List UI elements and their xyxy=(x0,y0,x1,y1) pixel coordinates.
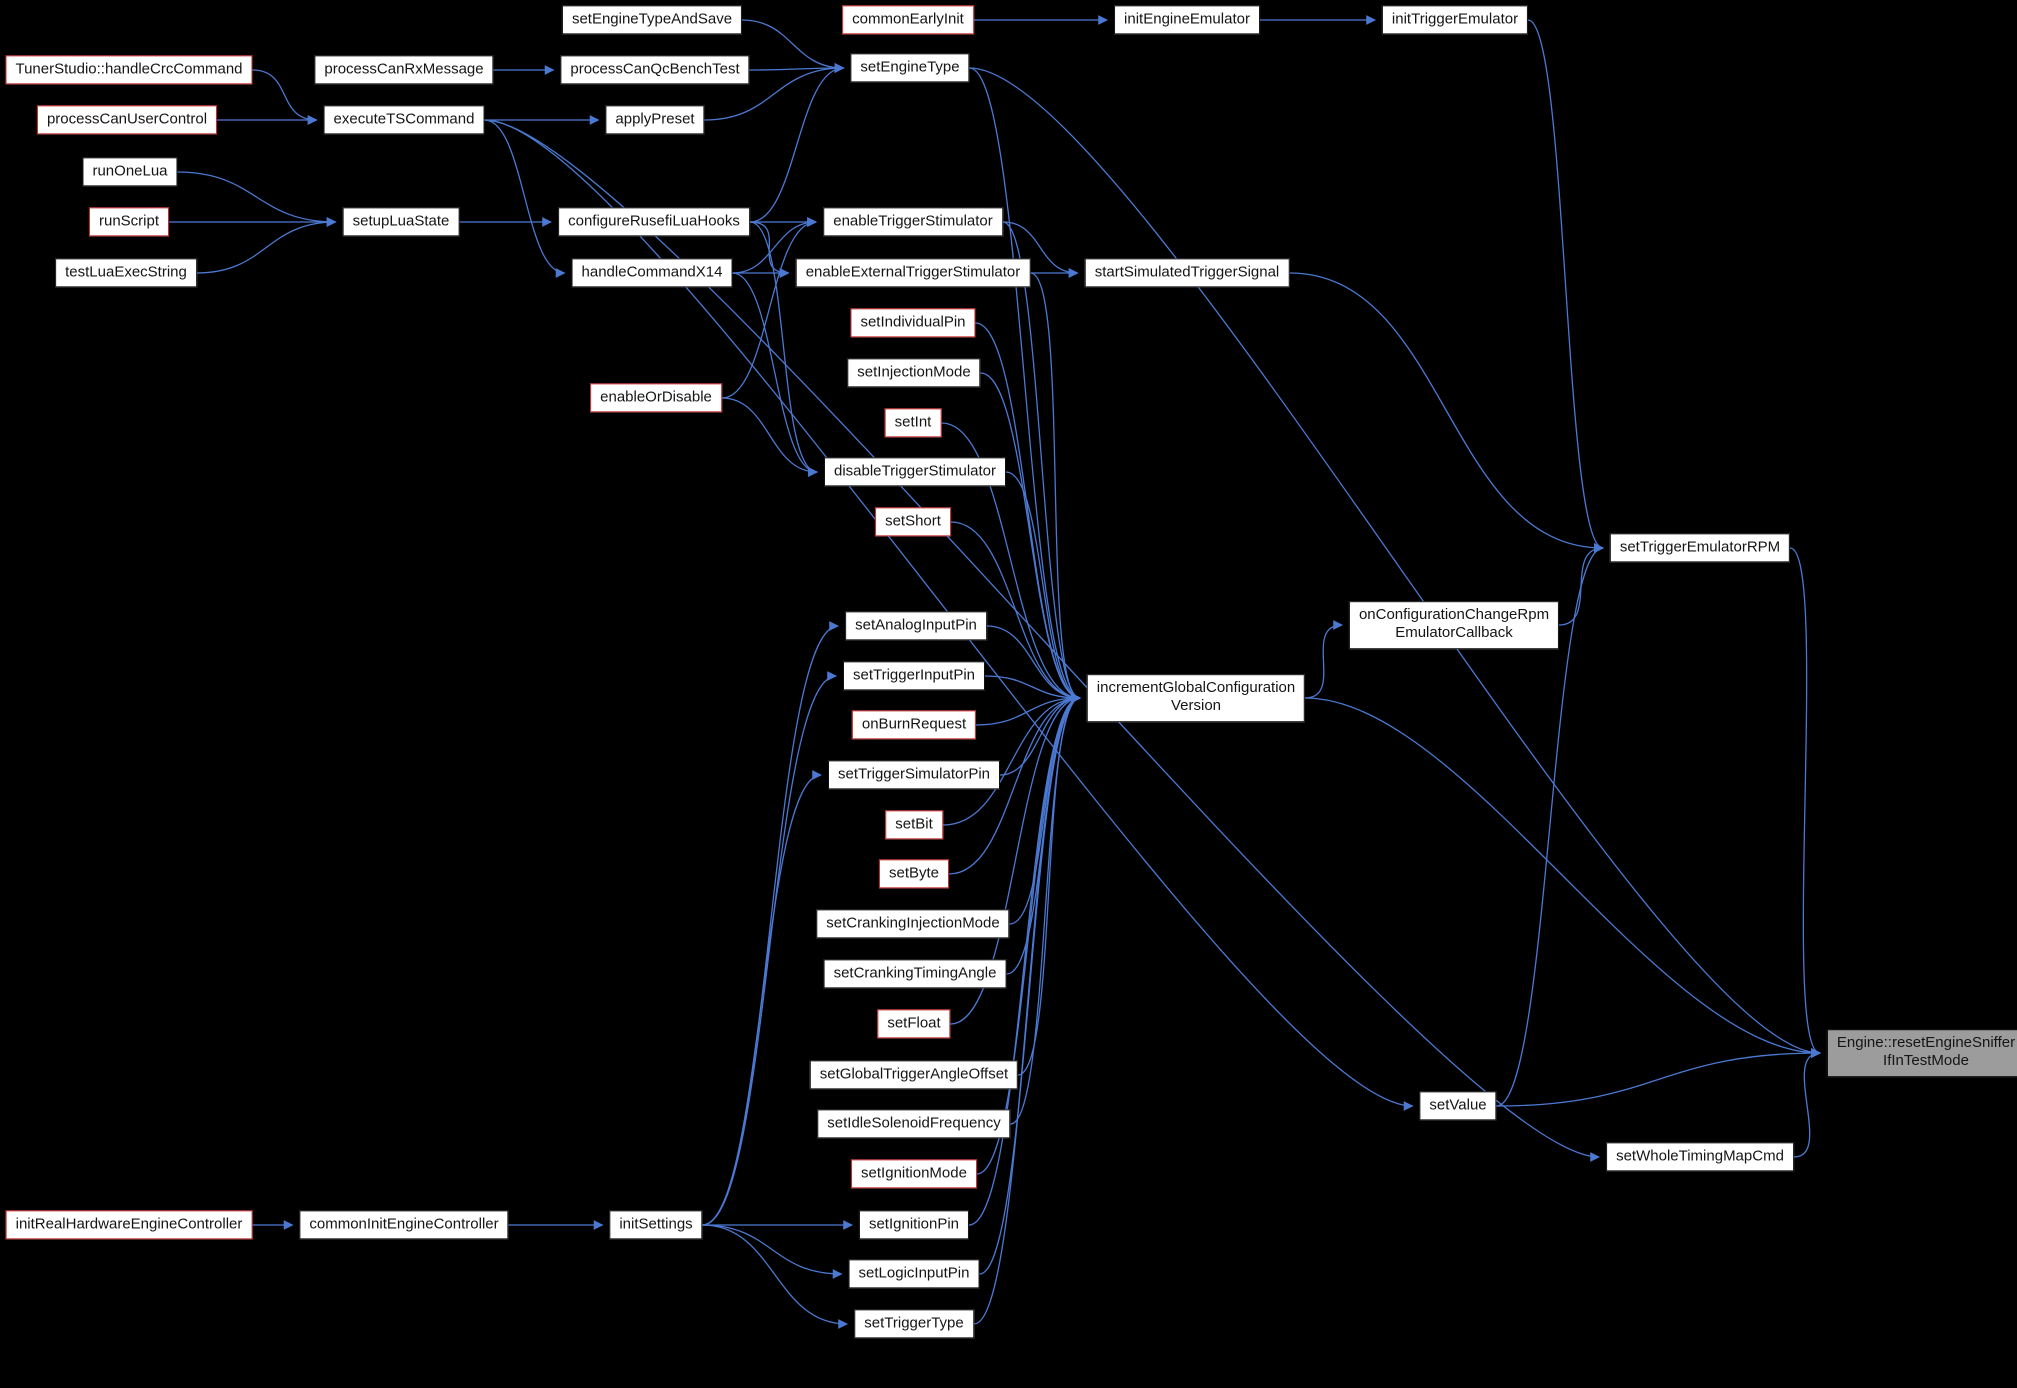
node-setInjectionMode[interactable]: setInjectionMode xyxy=(847,358,981,388)
node-processCanQcBenchTest[interactable]: processCanQcBenchTest xyxy=(560,55,750,85)
edge-setAnalogInputPin-to-incrementGlobalConfigurationVersion xyxy=(986,625,1081,703)
edge-setShort-to-incrementGlobalConfigurationVersion xyxy=(950,521,1081,703)
edge-setTriggerType-to-incrementGlobalConfigurationVersion xyxy=(973,693,1081,1325)
node-enableOrDisable[interactable]: enableOrDisable xyxy=(590,383,722,413)
edge-setBit-to-incrementGlobalConfigurationVersion xyxy=(942,693,1081,826)
edge-setValue-to-setTriggerEmulatorRPM xyxy=(1496,543,1604,1107)
node-testLuaExecString[interactable]: testLuaExecString xyxy=(55,258,197,288)
edge-handleCommandX14-to-disableTriggerStimulator xyxy=(732,272,818,477)
edge-setInt-to-incrementGlobalConfigurationVersion xyxy=(941,422,1081,703)
edge-incrementGlobalConfigurationVersion-to-Engine_resetEngineSnifferIfInTestMode xyxy=(1304,697,1821,1058)
edge-configureRusefiLuaHooks-to-enableExternalTriggerStimulator xyxy=(749,221,790,278)
edge-configureRusefiLuaHooks-to-disableTriggerStimulator xyxy=(749,221,818,477)
node-setEngineTypeAndSave[interactable]: setEngineTypeAndSave xyxy=(561,5,743,35)
edge-TunerStudio_handleCrcCommand-to-executeTSCommand xyxy=(252,69,318,125)
node-handleCommandX14[interactable]: handleCommandX14 xyxy=(571,258,733,288)
edge-setInjectionMode-to-incrementGlobalConfigurationVersion xyxy=(980,372,1081,703)
edge-runOneLua-to-setupLuaState xyxy=(177,171,337,227)
edge-setTriggerSimulatorPin-to-incrementGlobalConfigurationVersion xyxy=(999,693,1081,776)
node-processCanRxMessage[interactable]: processCanRxMessage xyxy=(314,55,494,85)
node-setupLuaState[interactable]: setupLuaState xyxy=(342,207,460,237)
node-incrementGlobalConfigurationVersion[interactable]: incrementGlobalConfiguration Version xyxy=(1086,674,1306,722)
node-setCrankingInjectionMode[interactable]: setCrankingInjectionMode xyxy=(816,909,1010,939)
edge-enableOrDisable-to-enableTriggerStimulator xyxy=(721,217,817,399)
edge-onBurnRequest-to-incrementGlobalConfigurationVersion xyxy=(975,693,1081,726)
node-setGlobalTriggerAngleOffset[interactable]: setGlobalTriggerAngleOffset xyxy=(809,1060,1019,1090)
edge-initSettings-to-setTriggerInputPin xyxy=(702,671,837,1226)
node-setIdleSolenoidFrequency[interactable]: setIdleSolenoidFrequency xyxy=(817,1109,1011,1139)
edge-setWholeTimingMapCmd-to-Engine_resetEngineSnifferIfInTestMode xyxy=(1793,1048,1821,1158)
edge-setEngineTypeAndSave-to-setEngineType xyxy=(741,19,845,73)
edge-setFloat-to-incrementGlobalConfigurationVersion xyxy=(950,693,1081,1025)
node-setTriggerInputPin[interactable]: setTriggerInputPin xyxy=(842,661,986,691)
node-setLogicInputPin[interactable]: setLogicInputPin xyxy=(848,1259,980,1289)
edge-incrementGlobalConfigurationVersion-to-onConfigurationChangeRpmEmulatorCallback xyxy=(1304,620,1343,699)
edge-enableExternalTriggerStimulator-to-incrementGlobalConfigurationVersion xyxy=(1030,272,1081,703)
node-setAnalogInputPin[interactable]: setAnalogInputPin xyxy=(845,611,987,641)
edge-initSettings-to-setTriggerType xyxy=(702,1224,848,1329)
edge-setEngineType-to-incrementGlobalConfigurationVersion xyxy=(969,67,1081,703)
node-setCrankingTimingAngle[interactable]: setCrankingTimingAngle xyxy=(823,959,1007,989)
node-setInt[interactable]: setInt xyxy=(884,408,942,438)
node-setIndividualPin[interactable]: setIndividualPin xyxy=(850,308,976,338)
node-setIgnitionPin[interactable]: setIgnitionPin xyxy=(858,1210,970,1240)
node-TunerStudio_handleCrcCommand[interactable]: TunerStudio::handleCrcCommand xyxy=(5,55,253,85)
node-setTriggerSimulatorPin[interactable]: setTriggerSimulatorPin xyxy=(828,760,1000,790)
edge-setTriggerEmulatorRPM-to-Engine_resetEngineSnifferIfInTestMode xyxy=(1789,547,1821,1058)
node-setBit[interactable]: setBit xyxy=(885,810,943,840)
edge-configureRusefiLuaHooks-to-setEngineType xyxy=(749,63,845,223)
edge-disableTriggerStimulator-to-incrementGlobalConfigurationVersion xyxy=(1005,471,1081,703)
edge-initSettings-to-setLogicInputPin xyxy=(702,1224,843,1279)
node-setShort[interactable]: setShort xyxy=(875,507,951,537)
edge-executeTSCommand-to-handleCommandX14 xyxy=(484,119,566,278)
node-initTriggerEmulator[interactable]: initTriggerEmulator xyxy=(1381,5,1529,35)
node-initRealHardwareEngineController[interactable]: initRealHardwareEngineController xyxy=(5,1210,253,1240)
edge-handleCommandX14-to-enableTriggerStimulator xyxy=(732,217,817,274)
edge-setTriggerInputPin-to-incrementGlobalConfigurationVersion xyxy=(984,675,1081,703)
edge-setValue-to-Engine_resetEngineSnifferIfInTestMode xyxy=(1496,1048,1821,1107)
node-initSettings[interactable]: initSettings xyxy=(609,1210,703,1240)
node-executeTSCommand[interactable]: executeTSCommand xyxy=(323,105,485,135)
node-setTriggerEmulatorRPM[interactable]: setTriggerEmulatorRPM xyxy=(1609,533,1791,563)
node-setValue[interactable]: setValue xyxy=(1419,1091,1497,1121)
edge-enableTriggerStimulator-to-incrementGlobalConfigurationVersion xyxy=(1002,221,1081,703)
node-applyPreset[interactable]: applyPreset xyxy=(605,105,705,135)
node-setWholeTimingMapCmd[interactable]: setWholeTimingMapCmd xyxy=(1606,1142,1794,1172)
target-node-Engine_resetEngineSnifferIfInTestMode: Engine::resetEngineSniffer IfInTestMode xyxy=(1826,1029,2017,1077)
node-enableExternalTriggerStimulator[interactable]: enableExternalTriggerStimulator xyxy=(795,258,1031,288)
edge-initSettings-to-setTriggerSimulatorPin xyxy=(702,770,822,1226)
edge-applyPreset-to-setEngineType xyxy=(704,63,845,121)
node-onConfigurationChangeRpmEmulatorCallback[interactable]: onConfigurationChangeRpm EmulatorCallbac… xyxy=(1348,601,1560,649)
node-processCanUserControl[interactable]: processCanUserControl xyxy=(36,105,218,135)
node-setByte[interactable]: setByte xyxy=(878,859,950,889)
node-startSimulatedTriggerSignal[interactable]: startSimulatedTriggerSignal xyxy=(1084,258,1290,288)
edge-setIgnitionPin-to-incrementGlobalConfigurationVersion xyxy=(968,693,1081,1226)
edge-startSimulatedTriggerSignal-to-setTriggerEmulatorRPM xyxy=(1289,272,1604,553)
edge-enableOrDisable-to-disableTriggerStimulator xyxy=(721,397,818,477)
node-runScript[interactable]: runScript xyxy=(88,207,170,237)
node-onBurnRequest[interactable]: onBurnRequest xyxy=(851,710,977,740)
edge-initTriggerEmulator-to-setTriggerEmulatorRPM xyxy=(1527,19,1604,553)
node-setIgnitionMode[interactable]: setIgnitionMode xyxy=(851,1159,977,1189)
node-setFloat[interactable]: setFloat xyxy=(877,1009,951,1039)
node-commonInitEngineController[interactable]: commonInitEngineController xyxy=(299,1210,509,1240)
node-setEngineType[interactable]: setEngineType xyxy=(850,53,970,83)
node-setTriggerType[interactable]: setTriggerType xyxy=(854,1309,974,1339)
edge-setIdleSolenoidFrequency-to-incrementGlobalConfigurationVersion xyxy=(1010,693,1081,1125)
edge-enableTriggerStimulator-to-startSimulatedTriggerSignal xyxy=(1002,221,1079,278)
node-commonEarlyInit[interactable]: commonEarlyInit xyxy=(842,5,974,35)
edge-testLuaExecString-to-setupLuaState xyxy=(196,217,337,274)
node-disableTriggerStimulator[interactable]: disableTriggerStimulator xyxy=(823,457,1007,487)
edge-setCrankingInjectionMode-to-incrementGlobalConfigurationVersion xyxy=(1009,693,1081,925)
edge-setEngineType-to-Engine_resetEngineSnifferIfInTestMode xyxy=(969,67,1821,1058)
node-enableTriggerStimulator[interactable]: enableTriggerStimulator xyxy=(823,207,1003,237)
node-configureRusefiLuaHooks[interactable]: configureRusefiLuaHooks xyxy=(558,207,750,237)
node-initEngineEmulator[interactable]: initEngineEmulator xyxy=(1114,5,1260,35)
node-runOneLua[interactable]: runOneLua xyxy=(82,157,178,187)
edge-setByte-to-incrementGlobalConfigurationVersion xyxy=(948,693,1081,875)
